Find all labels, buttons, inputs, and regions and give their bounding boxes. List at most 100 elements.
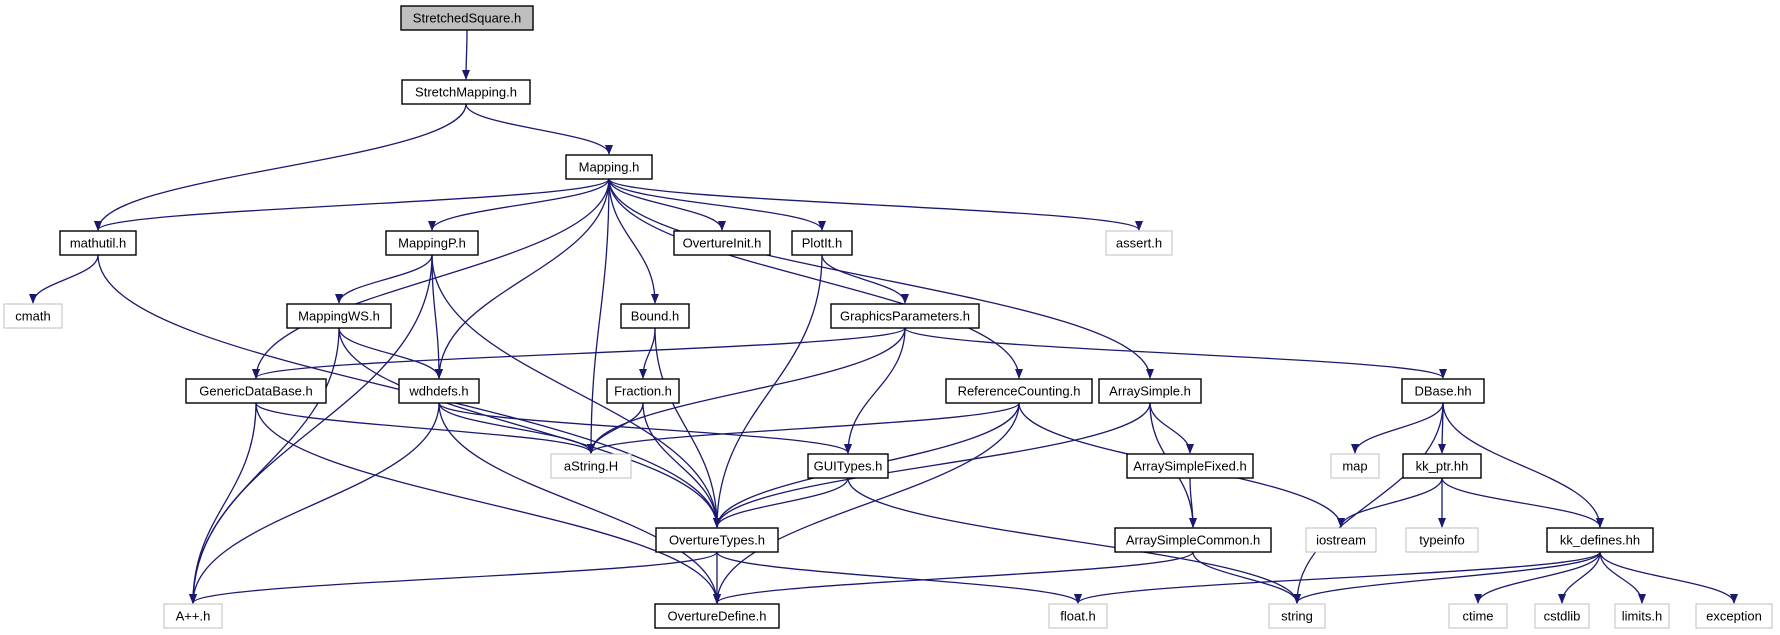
node-mathutil: mathutil.h: [59, 230, 137, 256]
node-limits: limits.h: [1614, 603, 1670, 629]
node-label: kk_ptr.hh: [1416, 459, 1469, 474]
edge-arraysimple-to-arraysimplefixed: [1149, 402, 1194, 454]
node-label: wdhdefs.h: [408, 384, 468, 399]
edge-overturetypes-to-float: [716, 551, 1082, 604]
edge-graphicsparameters-to-guitypes: [844, 327, 906, 454]
node-mappingp: MappingP.h: [385, 230, 479, 256]
node-box: [1105, 230, 1173, 256]
edge-graphicsparameters-to-genericdatabase: [252, 327, 906, 379]
node-box: [807, 453, 889, 479]
node-box: [673, 230, 771, 256]
node-astring: aString.H: [550, 453, 632, 479]
node-box: [1695, 603, 1773, 629]
node-kkdefines: kk_defines.hh: [1546, 527, 1654, 553]
node-box: [3, 303, 63, 329]
edge-mappingp-to-mappingws: [335, 254, 433, 304]
node-box: [550, 453, 632, 479]
node-label: Fraction.h: [614, 384, 672, 399]
edge-mappingws-to-app: [189, 327, 340, 604]
node-label: float.h: [1060, 609, 1095, 624]
edge-dbase-to-kkdefines: [1442, 402, 1604, 528]
node-label: ReferenceCounting.h: [958, 384, 1081, 399]
edge-mapping-to-mappingp: [428, 178, 610, 231]
node-box: [1048, 603, 1108, 629]
edge-mappingp-to-wdhdefs: [431, 254, 443, 379]
node-box: [398, 378, 480, 404]
node-box: [1268, 603, 1326, 629]
node-referencecounting: ReferenceCounting.h: [945, 378, 1093, 404]
node-mapping: Mapping.h: [565, 154, 653, 180]
node-stretchmapping: StretchMapping.h: [401, 79, 531, 105]
node-label: PlotIt.h: [802, 236, 842, 251]
node-label: OvertureDefine.h: [668, 609, 767, 624]
node-wdhdefs: wdhdefs.h: [398, 378, 480, 404]
node-app: A++.h: [163, 603, 223, 629]
edge-mappingws-to-wdhdefs: [338, 327, 443, 379]
edge-kkdefines-to-ctime: [1474, 551, 1601, 604]
edge-fraction-to-overturetypes: [642, 402, 721, 528]
node-label: ArraySimpleFixed.h: [1133, 459, 1246, 474]
edge-mapping-to-overtureinit: [608, 178, 726, 231]
node-float: float.h: [1048, 603, 1108, 629]
node-label: ArraySimpleCommon.h: [1126, 533, 1260, 548]
edge-dbase-to-string: [1293, 402, 1444, 604]
edge-genericdatabase-to-app: [189, 402, 257, 604]
edge-genericdatabase-to-overturedefine: [255, 402, 721, 604]
edge-bound-to-fraction: [639, 327, 656, 379]
edge-graphicsparameters-to-astring: [587, 327, 906, 454]
node-box: [59, 230, 137, 256]
node-label: GUITypes.h: [814, 459, 883, 474]
edge-guitypes-to-overturetypes: [713, 477, 849, 528]
node-label: string: [1281, 609, 1313, 624]
node-box: [1305, 527, 1377, 553]
node-arraysimple: ArraySimple.h: [1098, 378, 1202, 404]
edge-mapping-to-mathutil: [94, 178, 610, 231]
node-box: [401, 79, 531, 105]
node-kkptr: kk_ptr.hh: [1402, 453, 1482, 479]
node-dbase: DBase.hh: [1401, 378, 1485, 404]
node-label: A++.h: [176, 609, 211, 624]
node-label: StretchMapping.h: [415, 85, 517, 100]
edge-bound-to-overturetypes: [654, 327, 721, 528]
node-label: OvertureInit.h: [683, 236, 762, 251]
node-ctime: ctime: [1448, 603, 1508, 629]
node-label: DBase.hh: [1414, 384, 1471, 399]
node-string: string: [1268, 603, 1326, 629]
node-box: [565, 154, 653, 180]
edge-kkdefines-to-cstdlib: [1558, 551, 1601, 604]
edge-wdhdefs-to-astring: [438, 402, 595, 454]
edge-kkdefines-to-string: [1293, 551, 1601, 604]
node-label: GenericDataBase.h: [199, 384, 312, 399]
edge-dbase-to-map: [1351, 402, 1444, 454]
edge-mapping-to-wdhdefs: [435, 178, 610, 379]
node-bound: Bound.h: [620, 303, 690, 329]
edges-layer: [29, 29, 1738, 604]
node-label: typeinfo: [1419, 533, 1465, 548]
node-iostream: iostream: [1305, 527, 1377, 553]
node-box: [185, 378, 327, 404]
node-overturetypes: OvertureTypes.h: [655, 527, 779, 553]
edge-mappingws-to-overturetypes: [338, 327, 721, 528]
node-cmath: cmath: [3, 303, 63, 329]
node-box: [1614, 603, 1670, 629]
node-label: kk_defines.hh: [1560, 533, 1640, 548]
node-box: [791, 230, 853, 256]
node-assert: assert.h: [1105, 230, 1173, 256]
node-arraysimplefixed: ArraySimpleFixed.h: [1126, 453, 1254, 479]
edge-referencecounting-to-overturedefine: [713, 402, 1020, 604]
node-arraysimplecommon: ArraySimpleCommon.h: [1114, 527, 1272, 553]
node-label: map: [1342, 459, 1367, 474]
node-box: [400, 5, 534, 31]
node-fraction: Fraction.h: [606, 378, 680, 404]
node-cstdlib: cstdlib: [1534, 603, 1590, 629]
node-box: [163, 603, 223, 629]
edge-kkdefines-to-limits: [1599, 551, 1646, 604]
edge-genericdatabase-to-astring: [255, 402, 595, 454]
edge-mapping-to-assert: [608, 178, 1143, 231]
edge-stretchedsquare-to-stretchmapping: [462, 29, 471, 80]
nodes-layer: StretchedSquare.hStretchMapping.hMapping…: [3, 5, 1773, 629]
node-typeinfo: typeinfo: [1405, 527, 1479, 553]
edge-kkptr-to-iostream: [1337, 477, 1443, 528]
edge-mapping-to-bound: [608, 178, 659, 304]
